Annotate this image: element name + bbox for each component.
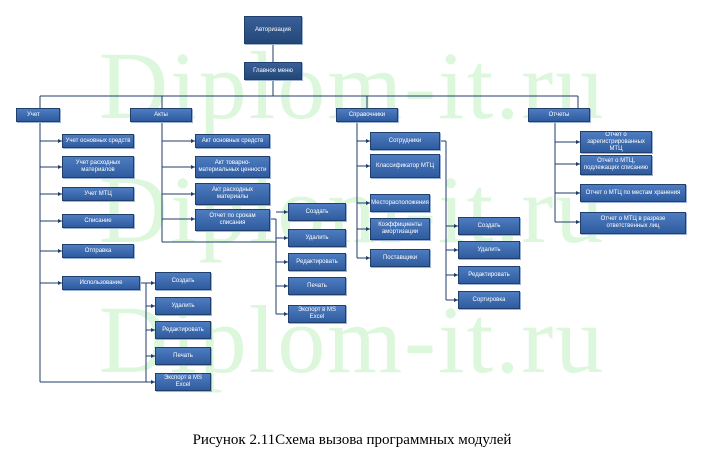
- node-uchet-rm: Учет расходных материалов: [62, 156, 134, 178]
- node-otch-podlezh: Отчет о МТЦ, подлежащих списанию: [580, 155, 652, 175]
- node-isp-sozdat: Создать: [155, 272, 211, 290]
- node-otpravka: Отпрaвка: [62, 244, 134, 258]
- node-authorization: Авторизация: [244, 16, 302, 44]
- node-uchet-mtc: Учет МТЦ: [62, 187, 134, 201]
- node-otch-mesta: Отчет о МТЦ по местам хранения: [580, 184, 686, 202]
- node-akt-udalit: Удалить: [288, 229, 346, 247]
- figure-caption: Рисунок 2.11Схема вызова программных мод…: [192, 432, 512, 448]
- node-akt-os: Акт основных средств: [195, 134, 270, 148]
- node-spr-redakt: Редактировать: [458, 266, 520, 284]
- node-isp-udalit: Удалить: [155, 297, 211, 315]
- connector-lines: [39, 44, 580, 384]
- node-main-menu: Главное меню: [244, 62, 302, 80]
- node-otch-otvetst: Отчет о МТЦ в разрезе ответственных лиц: [580, 212, 686, 234]
- node-sotrudniki: Сотрудники: [370, 132, 440, 150]
- node-uchet: Учет: [16, 108, 60, 122]
- node-spr-sort: Сортировка: [458, 291, 520, 309]
- node-otchet-srok: Отчет по срокам списания: [195, 209, 270, 231]
- node-mestoraspol: Месторасположения: [370, 194, 430, 212]
- node-akt-export: Экспорт в MS Excel: [288, 305, 346, 323]
- node-otchety: Отчеты: [528, 108, 590, 122]
- node-koef: Коэффициенты амортизации: [370, 218, 430, 240]
- node-isp-pechat: Печать: [155, 347, 211, 365]
- node-ispolzovanie: Использование: [62, 276, 140, 290]
- node-akt-pechat: Печать: [288, 277, 346, 295]
- node-isp-export: Экспорт в MS Excel: [155, 373, 211, 391]
- node-akty: Акты: [130, 108, 192, 122]
- node-klassifikator: Классификатор МТЦ: [370, 154, 440, 178]
- node-isp-redakt: Редактировать: [155, 321, 211, 339]
- node-spisanie: Списание: [62, 214, 134, 228]
- node-akt-sozdat: Создать: [288, 203, 346, 221]
- node-uchet-os: Учет основных средств: [62, 134, 134, 148]
- node-akt-redakt: Редактировать: [288, 253, 346, 271]
- node-akt-rm: Акт расходных материалы: [195, 183, 270, 205]
- node-spr-udalit: Удалить: [458, 241, 520, 259]
- node-spr-sozdat: Создать: [458, 217, 520, 235]
- node-otch-zareg: Отчет о зарегистрированных МТЦ: [580, 131, 652, 153]
- node-postavshiki: Поставщики: [370, 249, 430, 267]
- node-spravochniki: Справочники: [336, 108, 398, 122]
- node-akt-tmc: Акт товарно-материальных ценности: [195, 156, 270, 178]
